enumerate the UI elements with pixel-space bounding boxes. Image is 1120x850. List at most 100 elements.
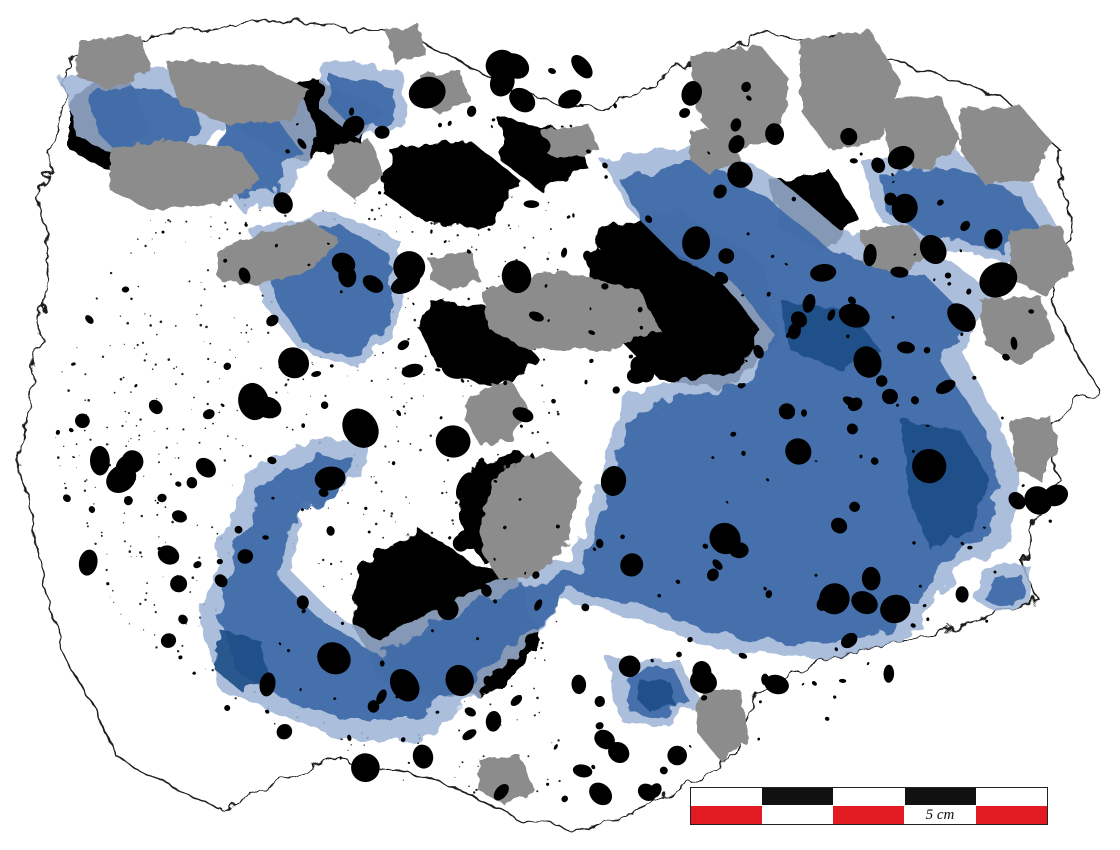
stipple-dot — [454, 502, 457, 504]
pore — [758, 700, 762, 704]
pore — [764, 674, 789, 695]
stipple-dot — [380, 215, 382, 217]
stipple-dot — [125, 445, 128, 447]
pore — [891, 193, 918, 224]
pore — [278, 642, 282, 646]
stipple-dot — [374, 522, 378, 526]
pore — [195, 457, 216, 478]
stipple-dot — [536, 431, 540, 434]
stipple-dot — [205, 325, 208, 329]
stipple-dot — [402, 779, 404, 781]
pore — [121, 286, 130, 293]
pore — [443, 165, 450, 171]
stipple-dot — [188, 280, 191, 283]
stipple-dot — [475, 248, 478, 251]
stipple-dot — [154, 611, 157, 614]
pore — [887, 145, 915, 170]
stipple-dot — [404, 412, 407, 415]
pore — [520, 283, 528, 290]
pore — [410, 542, 417, 549]
pore — [551, 398, 556, 404]
pore — [871, 157, 886, 173]
pore — [148, 399, 163, 415]
pore — [688, 745, 692, 748]
pore — [681, 81, 702, 106]
stipple-dot — [329, 562, 333, 566]
pore — [912, 449, 915, 453]
pore — [62, 494, 71, 503]
pore — [397, 340, 410, 351]
pore — [339, 290, 343, 294]
stipple-dot — [476, 462, 478, 464]
pore — [509, 665, 514, 670]
pore — [589, 358, 594, 364]
stipple-dot — [523, 246, 526, 249]
stipple-dot — [67, 389, 70, 392]
pore — [311, 371, 322, 377]
stipple-dot — [151, 368, 154, 371]
stipple-dot — [139, 418, 142, 421]
pore — [157, 546, 161, 551]
stipple-dot — [234, 697, 237, 700]
pore — [913, 253, 917, 256]
pore — [455, 472, 475, 501]
pore — [493, 599, 498, 604]
pore — [682, 226, 711, 260]
stipple-dot — [533, 714, 536, 717]
stipple-dot — [340, 560, 343, 563]
pore — [441, 353, 472, 379]
stipple-dot — [176, 650, 180, 653]
pore — [947, 303, 976, 332]
pore — [912, 448, 947, 484]
stipple-dot — [419, 448, 422, 452]
stipple-dot — [370, 379, 373, 382]
stipple-dot — [547, 778, 549, 781]
scale-segment — [761, 787, 834, 805]
stipple-dot — [322, 558, 325, 562]
pore — [157, 493, 167, 503]
pore — [314, 140, 331, 152]
stipple-dot — [151, 238, 153, 240]
stipple-dot — [305, 413, 308, 416]
pore — [161, 230, 165, 234]
pore — [910, 623, 916, 628]
pore — [912, 541, 916, 545]
stipple-dot — [122, 522, 125, 524]
stipple-dot — [204, 668, 206, 670]
pore — [918, 584, 922, 588]
pore — [637, 306, 643, 313]
pore — [314, 466, 346, 491]
pore — [816, 595, 831, 611]
pore — [461, 379, 465, 383]
pore — [738, 652, 748, 659]
pore — [1021, 484, 1025, 488]
pore — [960, 332, 964, 336]
stipple-dot — [471, 794, 473, 796]
stipple-dot — [169, 473, 172, 476]
stipple-dot — [137, 238, 139, 240]
stipple-dot — [141, 341, 145, 344]
scale-segment — [904, 787, 977, 805]
pore — [847, 296, 857, 305]
pore — [765, 123, 785, 145]
stipple-dot — [196, 313, 198, 316]
stipple-dot — [363, 513, 365, 515]
pore — [770, 254, 775, 258]
scale-segment — [690, 787, 762, 805]
pore — [134, 384, 138, 388]
pore — [175, 481, 182, 487]
stipple-dot — [541, 641, 544, 645]
stipple-dot — [156, 501, 159, 505]
stipple-dot — [531, 431, 534, 435]
stipple-dot — [204, 427, 207, 430]
pore — [730, 118, 742, 132]
pore — [849, 501, 860, 512]
stipple-dot — [193, 396, 195, 399]
stipple-dot — [557, 739, 560, 742]
stipple-dot — [89, 438, 92, 441]
stipple-dot — [200, 304, 203, 307]
pore — [746, 232, 750, 236]
pore — [571, 54, 593, 79]
stipple-dot — [154, 499, 157, 502]
stipple-dot — [235, 357, 236, 358]
